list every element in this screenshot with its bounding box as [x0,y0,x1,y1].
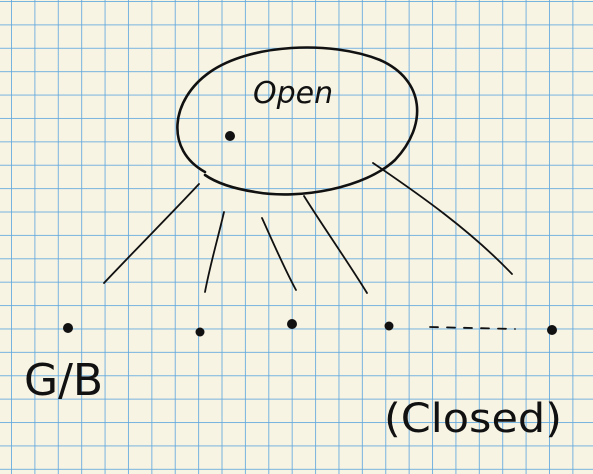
point-gb [63,323,73,333]
edge-to-point-2 [204,211,225,293]
point-3 [287,319,297,329]
edge-to-point-3 [261,217,297,291]
point-2 [195,327,205,337]
ellipsis-dashes [429,326,516,330]
open-point [225,131,235,141]
open-label: Open [253,76,333,111]
point-closed [547,325,557,335]
edge-to-gb [103,183,200,284]
closed-label: (Closed) [384,396,562,442]
edge-to-closed [372,162,513,275]
edge-to-point-4 [303,195,368,294]
open-set-ellipse [176,46,419,196]
point-4 [384,321,394,331]
gb-label: G/B [24,355,103,406]
